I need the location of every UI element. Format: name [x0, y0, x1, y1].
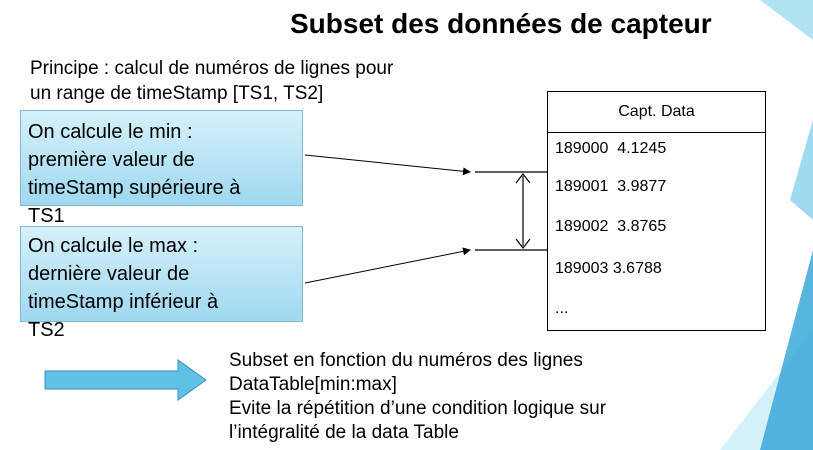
- max-connector-arrow: [304, 247, 471, 284]
- table-row: 189000 4.1245: [555, 140, 667, 157]
- capt-data-table: Capt. Data 189000 4.1245 189001 3.9877 1…: [547, 91, 766, 331]
- table-row: ...: [555, 300, 569, 317]
- max-box: [20, 226, 303, 322]
- min-box-text: On calcule le min : première valeur de t…: [28, 121, 241, 227]
- table-row: 189003 3.6788: [555, 260, 662, 277]
- table-row: 189001 3.9877: [555, 178, 667, 195]
- block-arrow-icon: [44, 359, 207, 401]
- slide-title: Subset des données de capteur: [290, 8, 712, 39]
- max-box-text: On calcule le max : dernière valeur de t…: [28, 235, 219, 341]
- table-row: 189002 3.8765: [555, 218, 667, 235]
- accent-triangle-bottom: [760, 250, 813, 450]
- intro-text: Principe : calcul de numéros de lignes p…: [30, 58, 394, 104]
- accent-triangle-top: [760, 0, 813, 40]
- bottom-text: Subset en fonction du numéros des lignes…: [229, 350, 607, 443]
- min-connector-arrow: [304, 154, 471, 176]
- min-box: [20, 110, 303, 206]
- range-arrowhead-down: [515, 238, 531, 249]
- table-header: Capt. Data: [548, 92, 765, 133]
- accent-triangle-mid: [790, 120, 813, 220]
- range-arrowhead-up: [515, 173, 531, 184]
